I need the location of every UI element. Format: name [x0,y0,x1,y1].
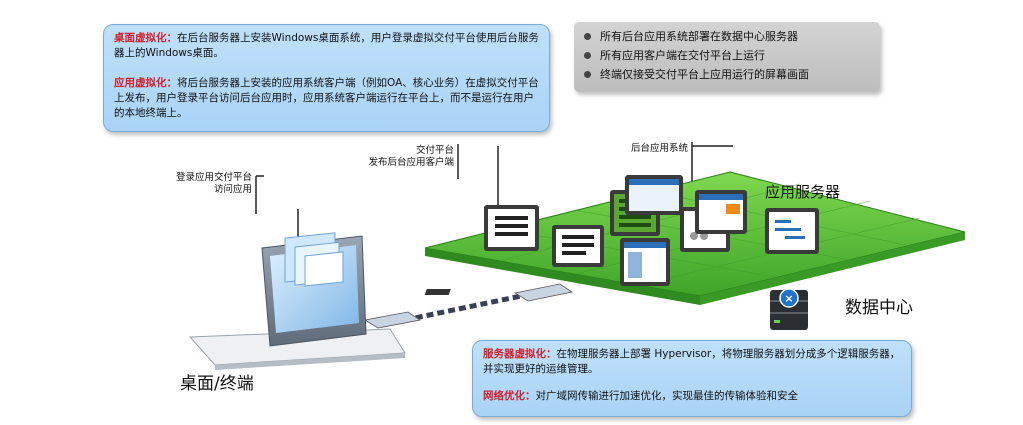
desktop-terminal-label: 桌面/终端 [180,374,254,394]
svg-text:×: × [784,292,793,305]
server-network-callout: 服务器虚拟化：在物理服务器上部署 Hypervisor，将物理服务器划分成多个逻… [472,340,912,417]
app-window-2 [552,225,604,267]
platform-label: 交付平台 发布后台应用客户端 [360,145,454,169]
app-virtualization-text: 将后台服务器上安装的应用系统客户端（例如OA、核心业务）在虚拟交付平台上发布，用… [114,77,539,119]
terminal-login-line-2: 访问应用 [213,184,252,195]
virtualization-callout: 桌面虚拟化：在后台服务器上安装Windows桌面系统，用户登录虚拟交付平台使用后… [103,24,550,132]
desktop-virtualization-text: 在后台服务器上安装Windows桌面系统，用户登录虚拟交付平台使用后台服务器上的… [114,32,539,59]
summary-bullet-text: 所有后台应用系统部署在数据中心服务器 [600,30,798,43]
bullet-dot-icon [584,33,591,40]
app-window-5 [620,238,670,286]
hypervisor-server-icon: × [770,288,808,330]
summary-bullet: 所有后台应用系统部署在数据中心服务器 [584,27,870,46]
network-optimization-text: 对广域网传输进行加速优化，实现最佳的传输体验和安全 [535,390,799,402]
bullet-dot-icon [584,52,591,59]
bullet-dot-icon [584,71,591,78]
app-window-7 [695,190,747,234]
app-window-4 [625,175,683,215]
network-link [363,283,574,329]
platform-label-line-1: 交付平台 [415,145,454,156]
server-virtualization-paragraph: 服务器虚拟化：在物理服务器上部署 Hypervisor，将物理服务器划分成多个逻… [483,347,901,377]
server-virtualization-title: 服务器虚拟化： [483,348,557,360]
platform-label-line-2: 发布后台应用客户端 [368,157,454,168]
summary-bullet-text: 所有应用客户端在交付平台上运行 [600,49,765,62]
data-center-label: 数据中心 [845,298,913,318]
app-server-label: 应用服务器 [765,183,841,201]
terminal-login-label: 登录应用交付平台 访问应用 [160,172,252,196]
desktop-virtualization-title: 桌面虚拟化： [114,32,177,44]
desktop-terminal-illustration [188,232,406,370]
terminal-login-line-1: 登录应用交付平台 [175,172,252,183]
summary-bullet-text: 终端仅接受交付平台上应用运行的屏幕画面 [600,68,809,81]
network-optimization-title: 网络优化： [483,390,536,402]
app-window-1 [484,205,539,251]
app-virtualization-paragraph: 应用虚拟化：将后台服务器上安装的应用系统客户端（例如OA、核心业务）在虚拟交付平… [114,76,539,121]
summary-bullet: 所有应用客户端在交付平台上运行 [584,46,870,65]
summary-box: 所有后台应用系统部署在数据中心服务器 所有应用客户端在交付平台上运行 终端仅接受… [574,22,880,92]
app-virtualization-title: 应用虚拟化： [114,77,177,89]
app-window-8 [765,208,819,254]
desktop-virtualization-paragraph: 桌面虚拟化：在后台服务器上安装Windows桌面系统，用户登录虚拟交付平台使用后… [114,31,539,61]
network-optimization-paragraph: 网络优化：对广域网传输进行加速优化，实现最佳的传输体验和安全 [483,389,901,404]
summary-bullet: 终端仅接受交付平台上应用运行的屏幕画面 [584,65,870,84]
server-virtualization-text: 在物理服务器上部署 Hypervisor，将物理服务器划分成多个逻辑服务器，并实… [483,348,901,375]
pointer-lines [255,142,733,244]
backend-apps-label: 后台应用系统 [630,143,688,154]
